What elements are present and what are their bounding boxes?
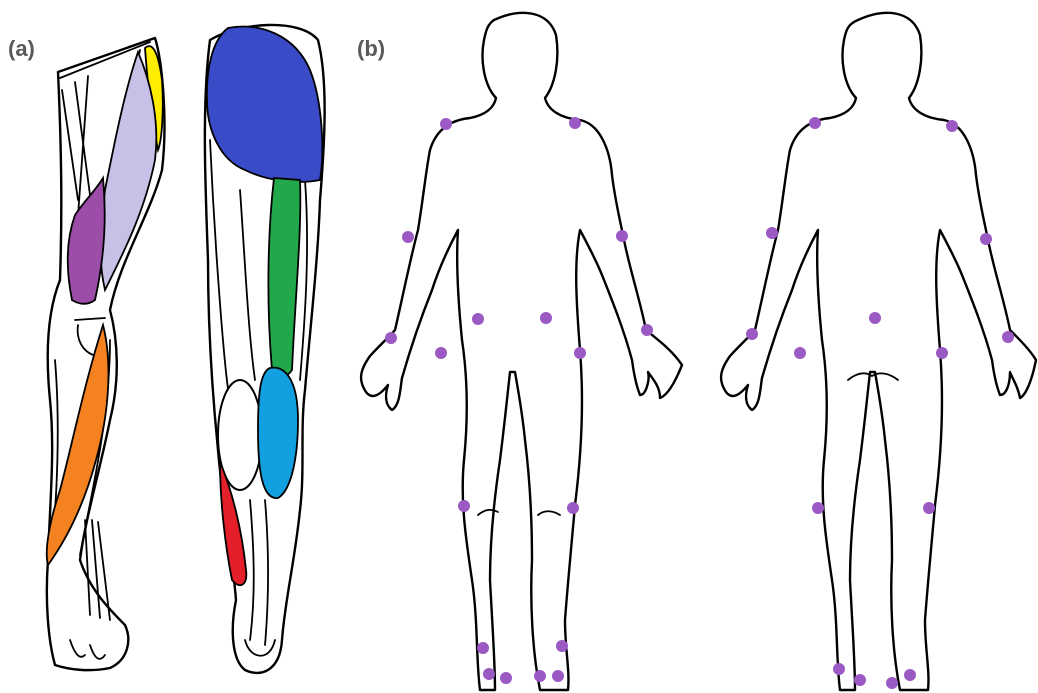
marker-back-right-thigh [936, 347, 948, 359]
marker-back-right-ankle [904, 669, 916, 681]
marker-front-right-elbow [402, 231, 414, 243]
marker-back-right-knee [923, 502, 935, 514]
marker-front-right-hip [472, 313, 484, 325]
marker-back-right-wrist [1002, 331, 1014, 343]
marker-back-left-wrist [746, 328, 758, 340]
marker-front-right-wrist [385, 332, 397, 344]
front-body-outline [361, 13, 682, 690]
marker-back-left-thigh [794, 347, 806, 359]
marker-front-left-toe [534, 670, 546, 682]
marker-front-right-toe [500, 672, 512, 684]
marker-front-right-heel [483, 668, 495, 680]
marker-front-left-ankle [556, 640, 568, 652]
marker-front-left-thigh [574, 347, 586, 359]
marker-back-left-ankle [833, 663, 845, 675]
marker-front-left-wrist [641, 324, 653, 336]
marker-front-right-thigh [435, 347, 447, 359]
marker-front-left-elbow [616, 230, 628, 242]
marker-back-left-knee [812, 502, 824, 514]
marker-back-left-shoulder [809, 117, 821, 129]
marker-back-left-heel [854, 674, 866, 686]
marker-back-sacrum [869, 312, 881, 324]
marker-back-right-elbow [980, 233, 992, 245]
marker-front-left-knee [567, 502, 579, 514]
marker-front-left-heel [552, 670, 564, 682]
marker-front-right-shoulder [440, 118, 452, 130]
marker-back-left-elbow [766, 227, 778, 239]
gluteus-muscle [207, 27, 322, 182]
marker-front-right-knee [458, 500, 470, 512]
marker-back-right-heel [886, 677, 898, 689]
marker-front-right-ankle [477, 642, 489, 654]
marker-front-left-hip [540, 312, 552, 324]
vastus-muscle [68, 178, 105, 304]
marker-front-left-shoulder [569, 117, 581, 129]
gastrocnemius-muscle [258, 368, 298, 498]
marker-back-right-shoulder [946, 120, 958, 132]
hamstring-muscle [268, 178, 300, 377]
back-body-outline [721, 13, 1036, 690]
sensor-markers [385, 117, 1014, 689]
